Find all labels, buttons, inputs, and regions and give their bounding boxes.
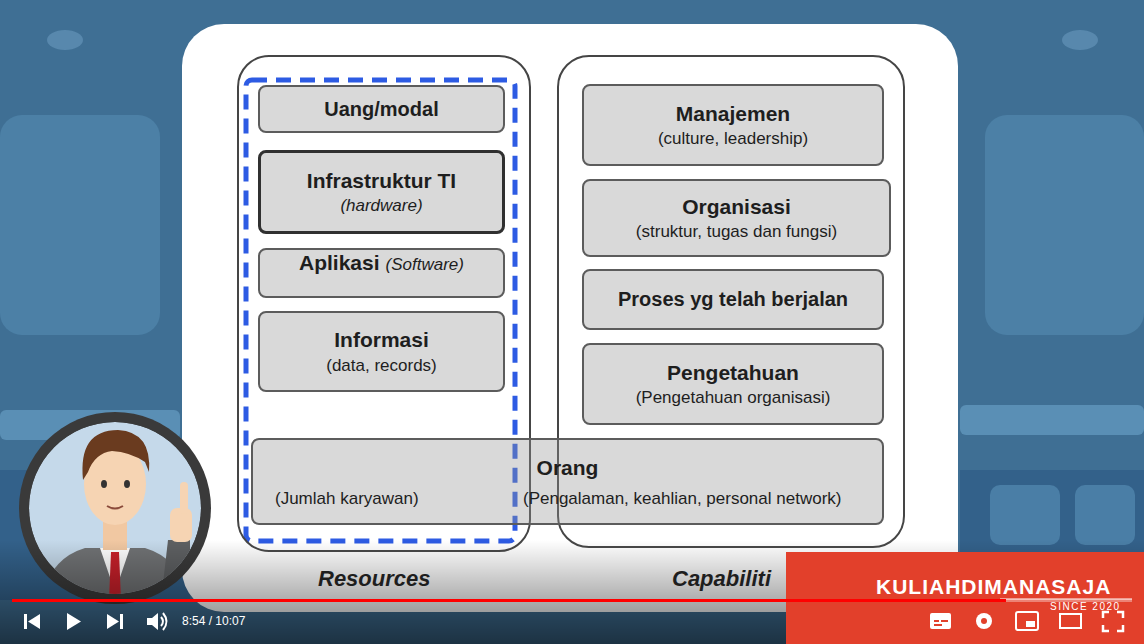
box-subtitle: (Pengetahuan organisasi) xyxy=(636,387,831,408)
box-subtitle: (data, records) xyxy=(326,355,437,376)
box-title: Infrastruktur TI xyxy=(307,168,456,194)
box-subtitle: (struktur, tugas dan fungsi) xyxy=(636,221,837,242)
player-shade xyxy=(0,540,1144,644)
box-title: Aplikasi xyxy=(299,250,380,276)
capability-box: Pengetahuan(Pengetahuan organisasi) xyxy=(582,343,884,425)
box-title: Pengetahuan xyxy=(667,360,799,386)
panel-heading: Capabiliti xyxy=(672,565,771,593)
resource-box: Aplikasi (Software) xyxy=(258,248,505,298)
box-title: Uang/modal xyxy=(324,97,438,122)
channel-banner xyxy=(786,552,1144,644)
box-title: Orang xyxy=(537,455,599,481)
box-title: Manajemen xyxy=(676,101,790,127)
box-subtitle: (Jumlah karyawan) xyxy=(275,488,419,509)
box-title: Organisasi xyxy=(682,194,791,220)
panel-heading: Resources xyxy=(318,565,431,593)
capability-box: Organisasi(struktur, tugas dan fungsi) xyxy=(582,179,891,257)
resource-box: Informasi(data, records) xyxy=(258,311,505,392)
box-title: Informasi xyxy=(334,327,429,353)
progress-track xyxy=(12,599,1132,602)
capability-box: Proses yg telah berjalan xyxy=(582,269,884,330)
channel-name: KULIAHDIMANASAJA xyxy=(876,575,1111,599)
box-subtitle: (Software) xyxy=(386,254,464,275)
box-title: Proses yg telah berjalan xyxy=(618,287,848,312)
progress-played xyxy=(12,599,1006,602)
video-time: 8:54 / 10:07 xyxy=(182,614,245,628)
box-subtitle: (hardware) xyxy=(340,195,422,216)
resource-box: Uang/modal xyxy=(258,85,505,133)
player-controls xyxy=(24,612,1123,631)
slide-card xyxy=(182,24,958,612)
resource-box: Infrastruktur TI(hardware) xyxy=(258,150,505,234)
box-subtitle: (culture, leadership) xyxy=(658,128,808,149)
capability-box: Manajemen(culture, leadership) xyxy=(582,84,884,166)
box-subtitle: (Pengalaman, keahlian, personal network) xyxy=(523,488,841,509)
people-box: Orang (Jumlah karyawan) (Pengalaman, keahl… xyxy=(251,438,884,525)
channel-tagline: SINCE 2020 xyxy=(1050,601,1121,612)
